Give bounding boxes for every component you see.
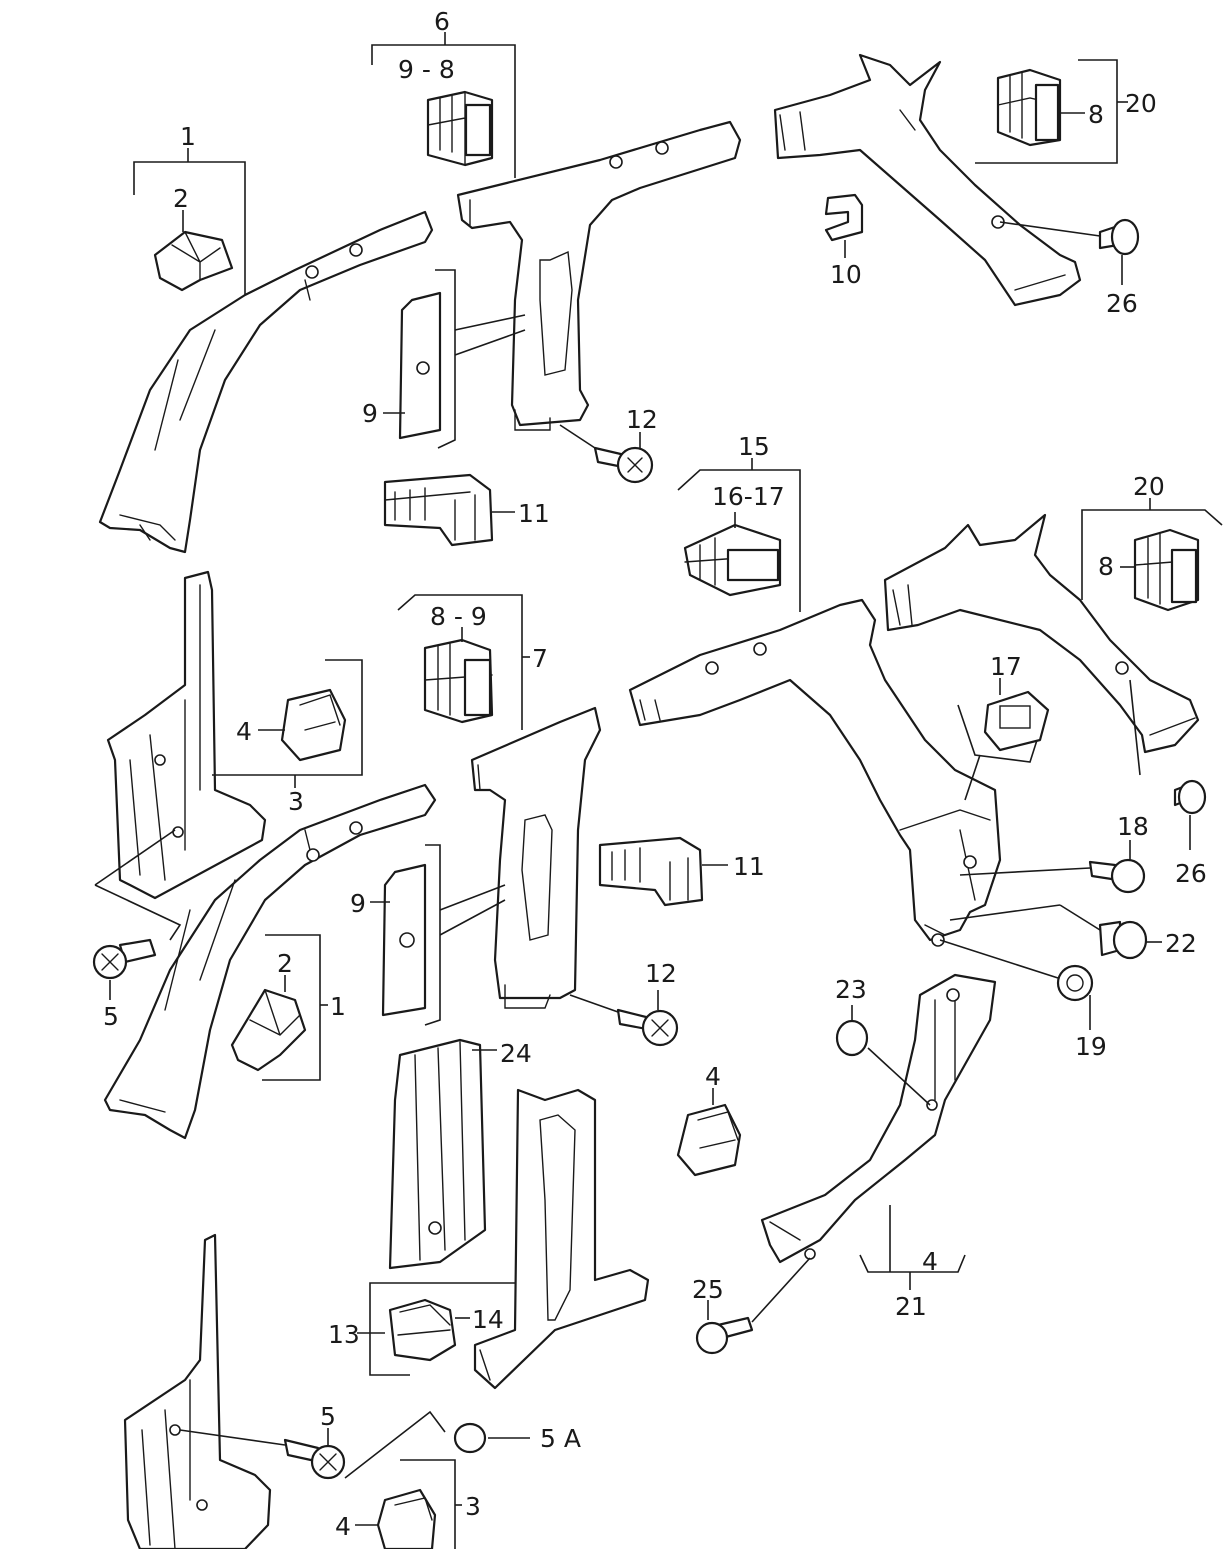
group-1-bracket-top <box>133 148 246 300</box>
callout-5-left: 5 <box>103 1002 119 1031</box>
clip-11-lower <box>598 836 728 907</box>
callout-18: 18 <box>1117 812 1149 841</box>
clip-4-left <box>258 688 347 762</box>
callout-26-mid: 26 <box>1175 859 1207 888</box>
group-7-bracket <box>397 594 530 730</box>
plug-26-mid <box>1129 679 1207 850</box>
clip-8-9-mid <box>423 627 494 724</box>
callout-24: 24 <box>500 1039 532 1068</box>
clip-2-lower <box>230 975 307 1072</box>
callout-22: 22 <box>1165 929 1197 958</box>
callout-11-upper: 11 <box>518 499 550 528</box>
clip-9-8-top <box>426 90 494 167</box>
callout-9-lower: 9 <box>350 889 366 918</box>
a-pillar-trim-upper <box>98 210 434 554</box>
cover-9-upper <box>383 269 526 449</box>
callout-12-lower: 12 <box>645 959 677 988</box>
plug-22 <box>949 904 1162 960</box>
lower-trim-left-upper <box>106 570 267 900</box>
cover-9-lower <box>370 844 506 1026</box>
trim-24 <box>388 1038 497 1270</box>
callout-2-lower: 2 <box>277 949 293 978</box>
clip-4-center <box>676 1088 742 1177</box>
group-21-bracket <box>859 1205 966 1290</box>
clip-16-17 <box>683 512 782 597</box>
callout-9-upper: 9 <box>362 399 378 428</box>
screw-18 <box>959 840 1146 894</box>
clip-13-14 <box>357 1298 470 1362</box>
group-15-bracket <box>677 458 801 612</box>
callout-4-right: 4 <box>922 1247 938 1276</box>
clip-8-20-top <box>996 68 1085 147</box>
callout-4-bottom: 4 <box>335 1512 351 1541</box>
callout-9-8-top: 9 - 8 <box>398 55 455 84</box>
callout-1-top: 1 <box>180 122 196 151</box>
screw-5-bottom <box>179 1410 446 1480</box>
callout-5-bottom: 5 <box>320 1402 336 1431</box>
lower-b-pillar-trim <box>473 1088 650 1390</box>
callout-13: 13 <box>328 1320 360 1349</box>
group-20-bracket-mid <box>1081 498 1223 600</box>
a-pillar-trim-lower <box>103 783 437 1140</box>
callout-12-upper: 12 <box>626 405 658 434</box>
callout-8-mid: 8 <box>1098 552 1114 581</box>
callout-8-top: 8 <box>1088 100 1104 129</box>
group-13-14-bracket <box>369 1282 515 1376</box>
callout-3-bottom: 3 <box>465 1492 481 1521</box>
callout-5A: 5 A <box>540 1424 581 1453</box>
callout-21: 21 <box>895 1292 927 1321</box>
callout-19: 19 <box>1075 1032 1107 1061</box>
clip-4-bottom <box>355 1488 437 1549</box>
c-pillar-trim-lower <box>883 513 1200 754</box>
b-pillar-trim-upper <box>456 120 742 431</box>
callout-4-left: 4 <box>236 717 252 746</box>
callout-14: 14 <box>472 1305 504 1334</box>
clip-2-top <box>153 210 234 292</box>
plug-26-top <box>999 218 1140 285</box>
callout-25: 25 <box>692 1275 724 1304</box>
screw-5-left <box>92 829 182 1000</box>
b-pillar-trim-lower-right <box>628 598 1002 947</box>
callout-labels: 6 9 - 8 20 8 1 2 10 26 9 12 11 15 16-17 … <box>103 7 1207 1541</box>
callout-11-lower: 11 <box>733 852 765 881</box>
clip-10 <box>824 193 864 258</box>
clip-11-upper <box>383 473 515 547</box>
callout-2-top: 2 <box>173 184 189 213</box>
callout-1-lower: 1 <box>330 992 346 1021</box>
callout-17: 17 <box>990 652 1022 681</box>
callout-3-left: 3 <box>288 787 304 816</box>
screw-12-upper <box>559 424 654 484</box>
callout-8-9: 8 - 9 <box>430 602 487 631</box>
clip-8-20-mid <box>1120 528 1200 612</box>
callout-10: 10 <box>830 260 862 289</box>
c-pillar-trim-upper <box>773 53 1082 307</box>
group-3-bracket-left <box>212 659 363 788</box>
group-6-bracket <box>371 32 516 178</box>
group-20-bracket-top <box>975 59 1128 164</box>
callout-20-top: 20 <box>1125 89 1157 118</box>
screw-12-lower <box>569 990 679 1047</box>
lower-trim-left-bottom <box>123 1233 272 1549</box>
plug-5A <box>453 1422 530 1454</box>
b-pillar-trim-mid-center <box>470 706 602 1009</box>
callout-6: 6 <box>434 7 450 36</box>
plug-23 <box>835 1005 931 1106</box>
group-1-bracket-lower <box>262 934 328 1081</box>
callout-26-top: 26 <box>1106 289 1138 318</box>
clip-17 <box>983 678 1050 752</box>
callout-7: 7 <box>532 644 548 673</box>
plug-19 <box>939 939 1094 1030</box>
callout-4-center: 4 <box>705 1062 721 1091</box>
callout-23: 23 <box>835 975 867 1004</box>
callout-15: 15 <box>738 432 770 461</box>
sill-trim-21 <box>760 973 997 1264</box>
screw-25 <box>695 1257 811 1355</box>
callout-16-17: 16-17 <box>712 482 785 511</box>
callout-20-mid: 20 <box>1133 472 1165 501</box>
group-3-bracket-bottom <box>400 1459 462 1549</box>
